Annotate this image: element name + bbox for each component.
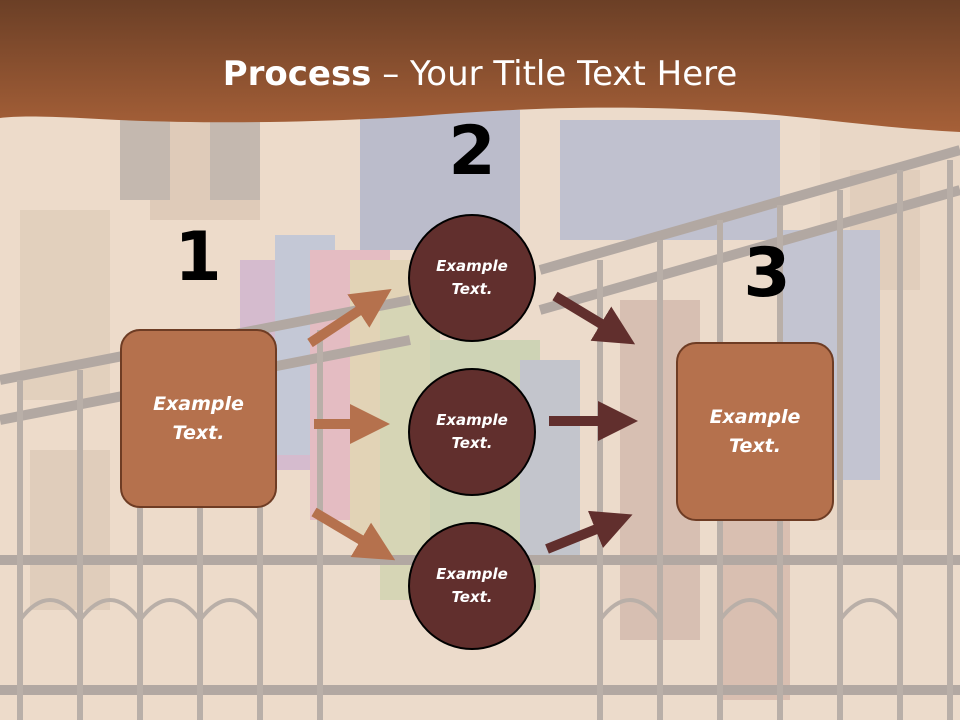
step-3-box[interactable]: Example Text.: [676, 342, 834, 521]
step-2-circle-2[interactable]: Example Text.: [408, 368, 536, 496]
step-2-circle-1[interactable]: Example Text.: [408, 214, 536, 342]
step-1-number: 1: [174, 218, 222, 297]
arrow-1-to-2c: [311, 507, 396, 561]
step-2-number: 2: [448, 112, 496, 191]
header-band: [0, 0, 960, 132]
slide-title: Process – Your Title Text Here: [0, 52, 960, 96]
arrow-2a-to-3: [552, 291, 636, 345]
step-2-circle-3-text: Example Text.: [436, 565, 508, 606]
title-rest: – Your Title Text Here: [371, 54, 738, 94]
step-2-circle-3[interactable]: Example Text.: [408, 522, 536, 650]
step-1-box[interactable]: Example Text.: [120, 329, 277, 508]
step-2-circle-2-text: Example Text.: [436, 411, 508, 452]
arrow-1-to-2a: [307, 288, 392, 348]
step-3-number: 3: [743, 234, 791, 313]
title-bold: Process: [222, 54, 372, 94]
arrow-2c-to-3: [545, 510, 633, 554]
step-3-text: Example Text.: [709, 405, 801, 457]
step-2-circle-1-text: Example Text.: [436, 257, 508, 298]
step-1-text: Example Text.: [153, 392, 244, 444]
